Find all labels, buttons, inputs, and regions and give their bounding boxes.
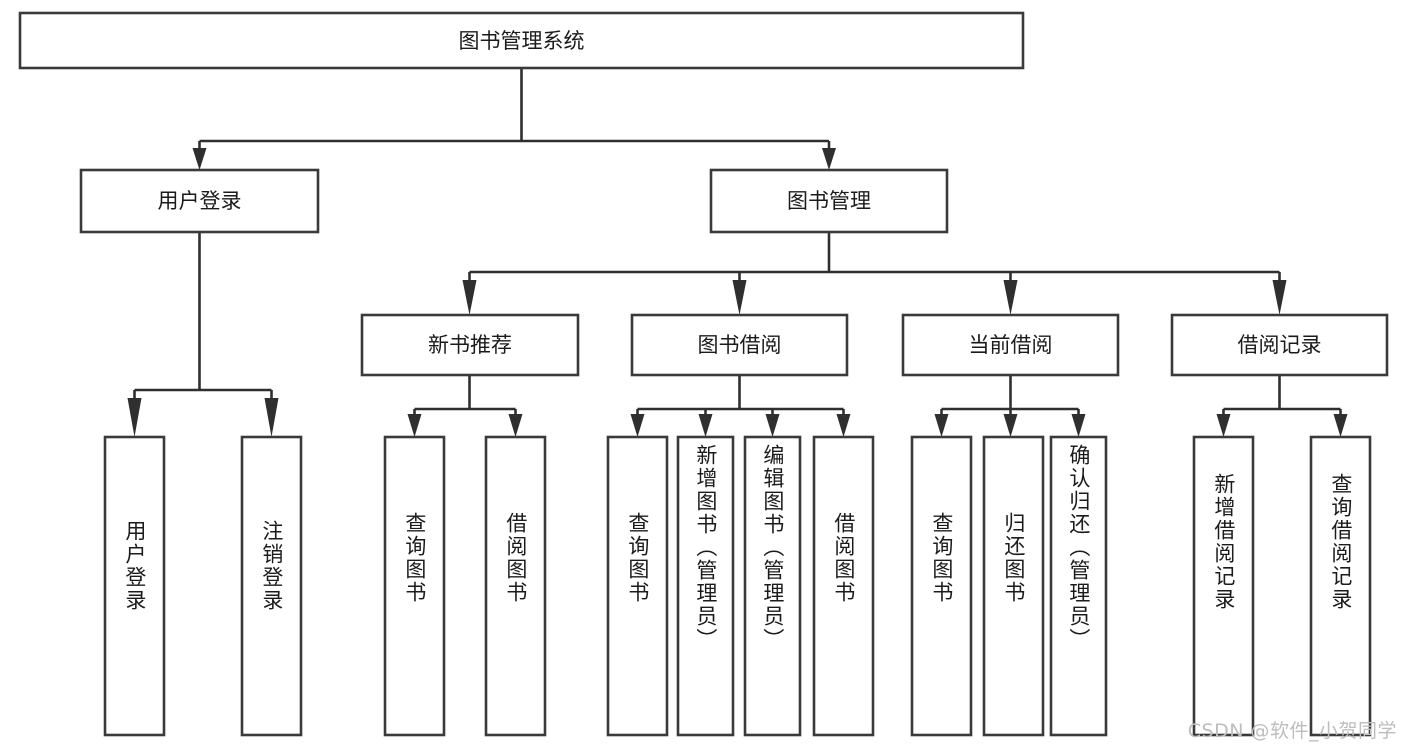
- arrowhead-leaf-query-book-borrow: [630, 414, 645, 437]
- node-book-manage[interactable]: 图书管理: [709, 168, 949, 234]
- leaf-query-book-rec-box[interactable]: [383, 435, 446, 737]
- arrowhead-current-borrow: [1003, 280, 1018, 315]
- node-layer: 图书管理系统 用户登录 图书管理 新书推荐 图书借阅 当前: [18, 11, 1389, 737]
- leaf-query-book-cur-box[interactable]: [910, 435, 973, 737]
- arrowhead-leaf-query-record: [1333, 414, 1348, 437]
- leaf-node-layer: [103, 435, 1372, 737]
- arrowhead-borrow-record: [1272, 280, 1287, 315]
- leaf-confirm-return-box[interactable]: [1049, 435, 1108, 737]
- arrowhead-leaf-edit-book: [765, 414, 780, 437]
- arrowhead-leaf-confirm-return: [1071, 414, 1086, 437]
- node-borrow-record[interactable]: 借阅记录: [1170, 313, 1389, 377]
- node-current-borrow-box[interactable]: [901, 313, 1120, 377]
- arrowhead-book-borrow: [732, 280, 747, 315]
- arrowhead-new-book-rec: [462, 280, 477, 315]
- node-book-manage-label: 图书管理: [787, 189, 871, 213]
- leaf-query-record-box[interactable]: [1309, 435, 1372, 737]
- node-user-login-box[interactable]: [79, 168, 320, 234]
- arrowhead-leaf-return-book: [1003, 414, 1018, 437]
- arrowhead-book-manage: [822, 148, 836, 170]
- arrowhead-leaf-borrow-book-rec: [508, 414, 523, 437]
- arrowhead-leaf-borrow-book: [836, 414, 851, 437]
- node-root[interactable]: 图书管理系统: [18, 11, 1025, 70]
- arrowhead-leaf-query-book-cur: [934, 414, 949, 437]
- node-user-login-label: 用户登录: [158, 189, 242, 213]
- arrowhead-leaf-add-record: [1216, 414, 1231, 437]
- node-new-book-rec-label: 新书推荐: [428, 333, 512, 357]
- leaf-borrow-book-box[interactable]: [812, 435, 875, 737]
- node-book-manage-box[interactable]: [709, 168, 949, 234]
- node-book-borrow-box[interactable]: [630, 313, 849, 377]
- node-current-borrow[interactable]: 当前借阅: [901, 313, 1120, 377]
- connector-layer: [127, 68, 1348, 437]
- arrowhead-user-login: [192, 148, 207, 170]
- leaf-return-book-box[interactable]: [982, 435, 1045, 737]
- node-user-login[interactable]: 用户登录: [79, 168, 320, 234]
- node-root-box[interactable]: [18, 11, 1025, 70]
- node-book-borrow[interactable]: 图书借阅: [630, 313, 849, 377]
- leaf-user-login-box[interactable]: [103, 435, 166, 737]
- csdn-watermark: CSDN @软件_小贺同学: [1187, 720, 1397, 742]
- arrowhead-leaf-add-book: [698, 414, 713, 437]
- leaf-query-book-borrow-box[interactable]: [606, 435, 669, 737]
- leaf-borrow-book-rec-box[interactable]: [484, 435, 547, 737]
- arrowhead-leaf-query-book-rec: [407, 414, 422, 437]
- node-borrow-record-box[interactable]: [1170, 313, 1389, 377]
- leaf-add-record-box[interactable]: [1192, 435, 1255, 737]
- node-current-borrow-label: 当前借阅: [969, 333, 1053, 357]
- node-borrow-record-label: 借阅记录: [1238, 333, 1322, 357]
- leaf-add-book-box[interactable]: [676, 435, 735, 737]
- leaf-logout-box[interactable]: [240, 435, 303, 737]
- node-new-book-rec[interactable]: 新书推荐: [360, 313, 580, 377]
- node-root-label: 图书管理系统: [459, 29, 585, 53]
- node-book-borrow-label: 图书借阅: [698, 333, 782, 357]
- node-new-book-rec-box[interactable]: [360, 313, 580, 377]
- arrowhead-leaf-logout: [264, 398, 279, 437]
- leaf-edit-book-box[interactable]: [743, 435, 802, 737]
- arrowhead-leaf-user-login: [127, 398, 142, 437]
